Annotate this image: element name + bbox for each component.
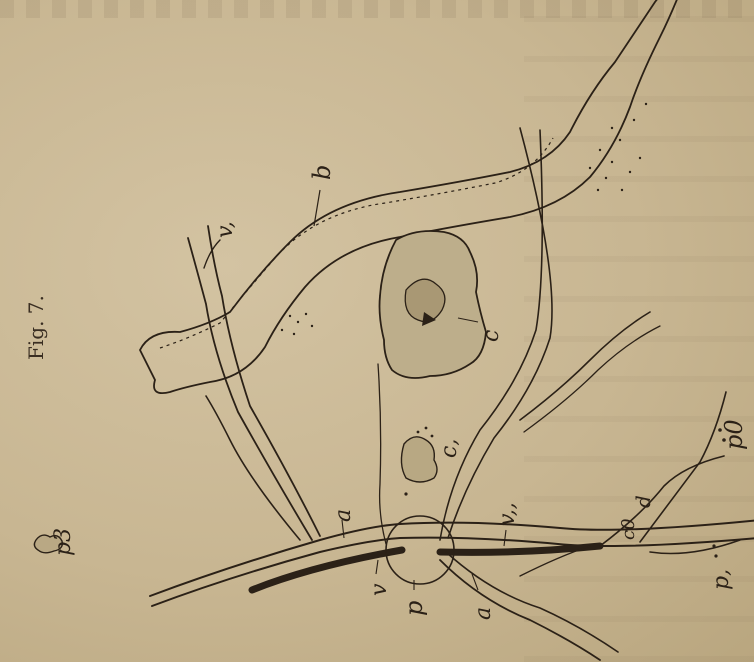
label-a-top: a bbox=[331, 509, 356, 522]
label-p3: p3 bbox=[51, 528, 76, 556]
vessels bbox=[150, 128, 754, 660]
label-v1: v, bbox=[213, 221, 238, 238]
label-v2: v,, bbox=[495, 502, 520, 526]
band-b-inner bbox=[160, 138, 553, 348]
label-v-top: v bbox=[367, 583, 392, 596]
label-a-bottom: a bbox=[471, 607, 496, 620]
label-p: p bbox=[400, 601, 428, 616]
label-b: b bbox=[308, 165, 336, 180]
label-p1: p, bbox=[709, 569, 734, 590]
structure-c1 bbox=[401, 437, 437, 482]
label-d: d bbox=[631, 495, 655, 508]
label-c1: c, bbox=[437, 439, 462, 458]
figure-caption: Fig. 7. bbox=[24, 295, 48, 360]
label-c0: c0 bbox=[618, 518, 639, 540]
label-p0: p0 bbox=[720, 419, 748, 450]
label-c: c bbox=[479, 330, 504, 342]
